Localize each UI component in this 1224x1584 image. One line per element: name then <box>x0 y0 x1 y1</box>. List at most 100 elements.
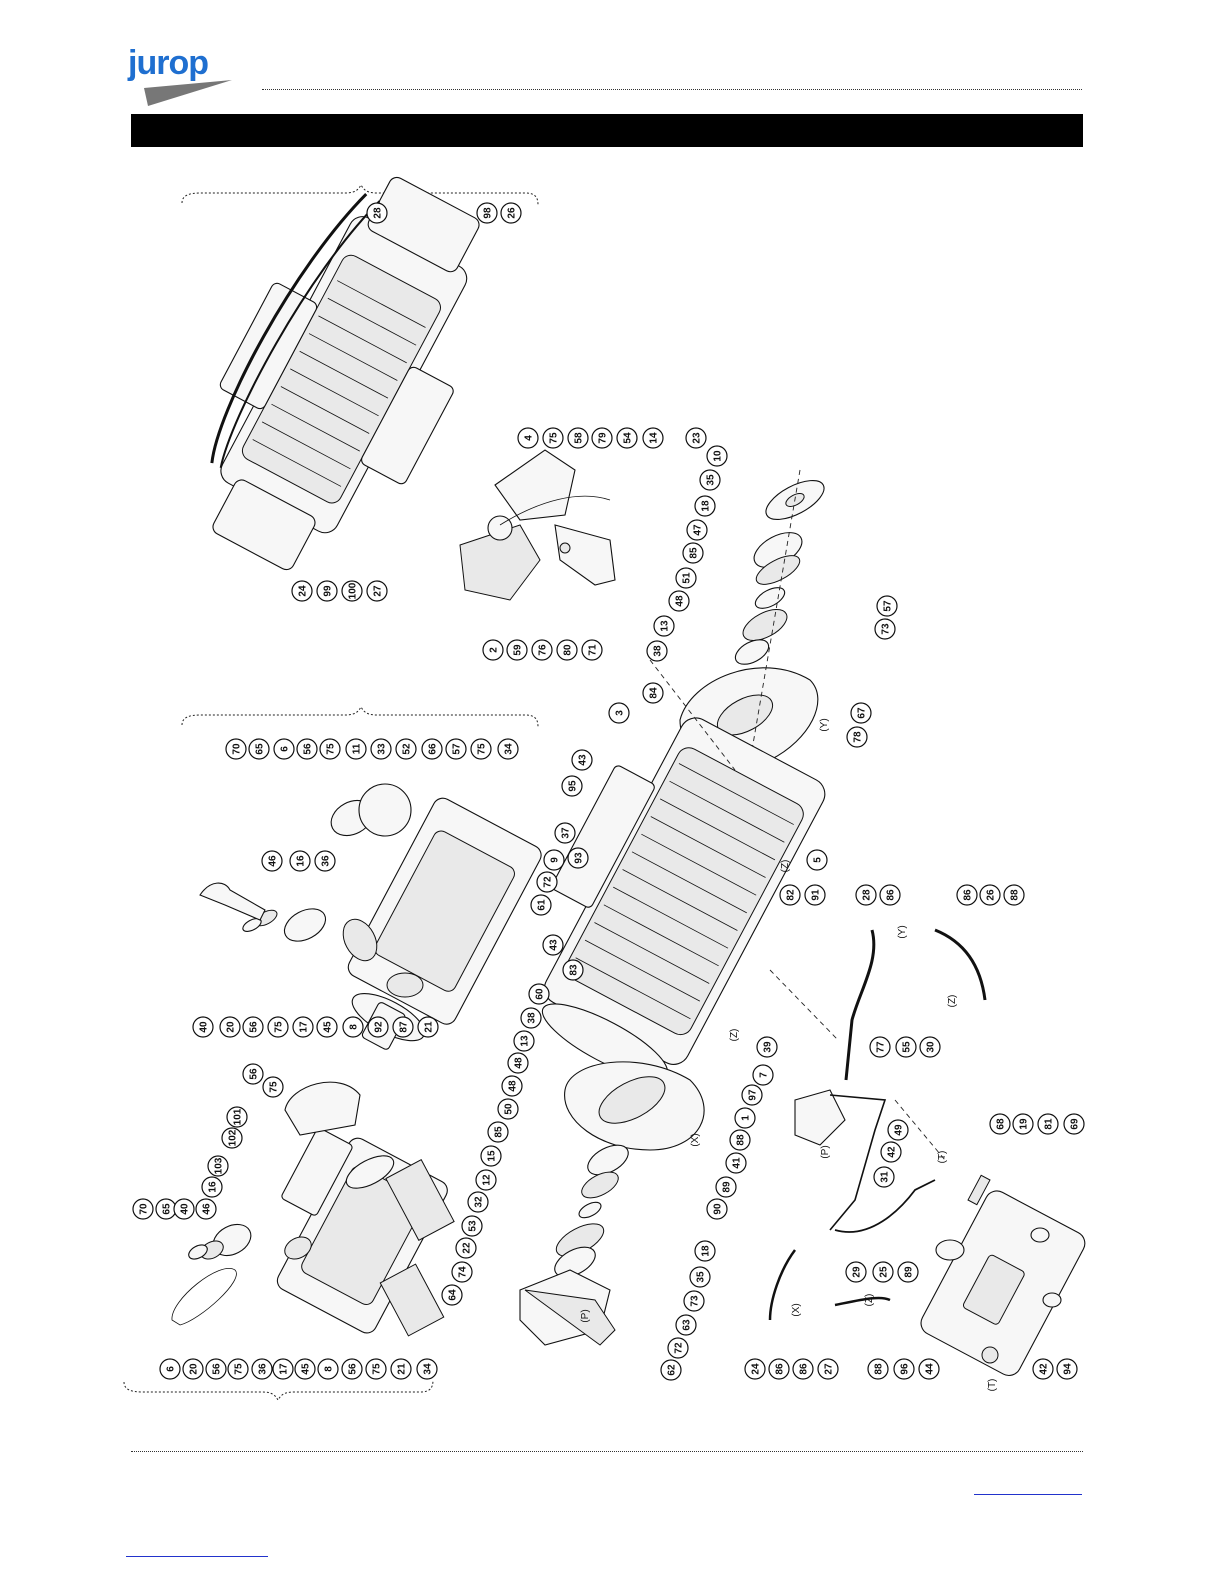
callout-72: 72 <box>536 871 558 893</box>
svg-text:15: 15 <box>487 1150 498 1162</box>
callout-49: 49 <box>887 1119 909 1141</box>
svg-text:(X): (X) <box>690 1133 701 1146</box>
svg-text:97: 97 <box>748 1089 759 1101</box>
callout-89: 89 <box>897 1261 919 1283</box>
svg-text:34: 34 <box>423 1363 434 1375</box>
svg-text:10: 10 <box>713 450 724 462</box>
callout-70: 70 <box>225 738 247 760</box>
svg-text:26: 26 <box>986 889 997 901</box>
callout-66: 66 <box>421 738 443 760</box>
svg-text:1: 1 <box>741 1115 752 1121</box>
svg-text:18: 18 <box>701 1245 712 1257</box>
svg-text:56: 56 <box>249 1068 260 1080</box>
svg-text:75: 75 <box>274 1021 285 1033</box>
svg-text:18: 18 <box>701 500 712 512</box>
svg-text:43: 43 <box>578 754 589 766</box>
svg-text:43: 43 <box>549 939 560 951</box>
callout-38: 38 <box>646 640 668 662</box>
svg-text:80: 80 <box>563 644 574 656</box>
callout-50: 50 <box>497 1098 519 1120</box>
header-divider <box>262 89 1082 90</box>
callout-36: 36 <box>314 850 336 872</box>
callout-75: 75 <box>227 1358 249 1380</box>
callout-42: 42 <box>1032 1358 1054 1380</box>
callout-56: 56 <box>242 1063 264 1085</box>
callout-25: 25 <box>872 1261 894 1283</box>
svg-text:75: 75 <box>372 1363 383 1375</box>
callout-17: 17 <box>272 1358 294 1380</box>
callout-6: 6 <box>159 1358 181 1380</box>
callout-16: 16 <box>201 1176 223 1198</box>
callout-98: 98 <box>476 202 498 224</box>
callout-1: 1 <box>734 1107 756 1129</box>
svg-text:101: 101 <box>233 1108 244 1125</box>
svg-text:46: 46 <box>268 855 279 867</box>
callout-75: 75 <box>365 1358 387 1380</box>
callout-95: 95 <box>561 775 583 797</box>
svg-text:33: 33 <box>377 743 388 755</box>
footer-link-underline-left[interactable] <box>126 1556 268 1557</box>
svg-text:23: 23 <box>692 432 703 444</box>
svg-text:(Z): (Z) <box>729 1029 740 1042</box>
callout-67: 67 <box>850 702 872 724</box>
callout-24: 24 <box>291 580 313 602</box>
callout-27: 27 <box>366 580 388 602</box>
svg-text:75: 75 <box>549 432 560 444</box>
svg-text:20: 20 <box>226 1021 237 1033</box>
callout-40: 40 <box>173 1198 195 1220</box>
callout-15: 15 <box>480 1145 502 1167</box>
callout-57: 57 <box>445 738 467 760</box>
svg-text:8: 8 <box>324 1366 335 1372</box>
callout-34: 34 <box>497 738 519 760</box>
svg-text:85: 85 <box>689 547 700 559</box>
svg-text:102: 102 <box>228 1129 239 1146</box>
callout-79: 79 <box>591 427 613 449</box>
svg-text:75: 75 <box>477 743 488 755</box>
callout-86: 86 <box>879 884 901 906</box>
svg-text:6: 6 <box>166 1366 177 1372</box>
callout-48: 48 <box>668 590 690 612</box>
svg-text:72: 72 <box>674 1342 685 1354</box>
callout-80: 80 <box>556 639 578 661</box>
callout-93: 93 <box>567 847 589 869</box>
callout-62: 62 <box>660 1359 682 1381</box>
svg-text:75: 75 <box>269 1081 280 1093</box>
callout-32: 32 <box>467 1191 489 1213</box>
svg-text:12: 12 <box>482 1174 493 1186</box>
svg-text:(P): (P) <box>820 1145 831 1158</box>
svg-text:100: 100 <box>348 582 359 599</box>
svg-text:40: 40 <box>180 1203 191 1215</box>
footer-link-underline-right[interactable] <box>974 1494 1082 1495</box>
jurop-logo: jurop <box>128 44 238 110</box>
svg-text:14: 14 <box>649 432 660 444</box>
svg-text:56: 56 <box>303 743 314 755</box>
svg-text:21: 21 <box>424 1021 435 1033</box>
svg-text:99: 99 <box>323 585 334 597</box>
svg-text:40: 40 <box>199 1021 210 1033</box>
callout-8: 8 <box>342 1016 364 1038</box>
svg-text:29: 29 <box>852 1266 863 1278</box>
callout-65: 65 <box>155 1198 177 1220</box>
callout-26: 26 <box>979 884 1001 906</box>
callout-48: 48 <box>507 1052 529 1074</box>
svg-text:103: 103 <box>214 1157 225 1174</box>
callout-23: 23 <box>685 427 707 449</box>
callout-46: 46 <box>195 1198 217 1220</box>
svg-text:(Y): (Y) <box>897 925 908 938</box>
callout-6: 6 <box>273 738 295 760</box>
callout-69: 69 <box>1063 1113 1085 1135</box>
svg-text:(Y): (Y) <box>819 718 830 731</box>
callout-45: 45 <box>316 1016 338 1038</box>
callout-70: 70 <box>132 1198 154 1220</box>
callout-9: 9 <box>543 849 565 871</box>
svg-text:57: 57 <box>452 743 463 755</box>
callout-17: 17 <box>292 1016 314 1038</box>
svg-text:73: 73 <box>690 1295 701 1307</box>
svg-text:96: 96 <box>900 1363 911 1375</box>
svg-text:41: 41 <box>732 1157 743 1169</box>
callout-77: 77 <box>869 1036 891 1058</box>
callout-100: 100 <box>341 580 363 602</box>
svg-text:49: 49 <box>894 1124 905 1136</box>
callout-74: 74 <box>451 1261 473 1283</box>
